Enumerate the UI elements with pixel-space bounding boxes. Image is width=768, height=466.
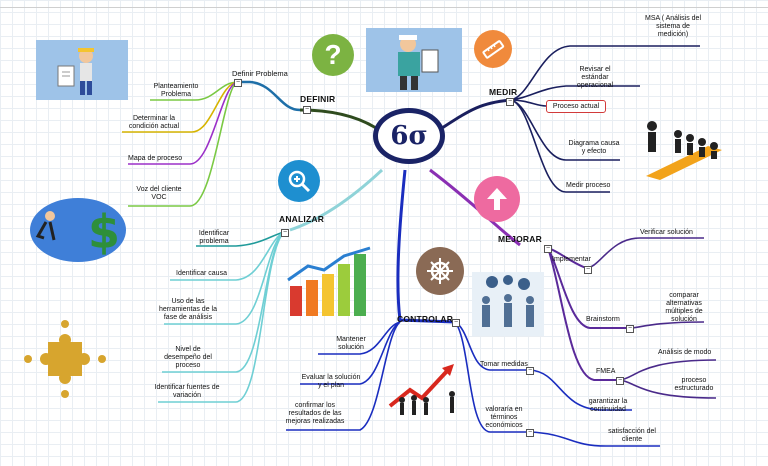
node-voz-cliente[interactable]: Voz del cliente VOC	[136, 186, 182, 201]
node-mapa-proceso[interactable]: Mapa de proceso	[128, 155, 183, 162]
growth-bar-chart-illustration	[287, 246, 371, 316]
ship-wheel-icon	[416, 247, 464, 295]
magnifier-icon	[278, 160, 320, 202]
collapse-toggle-fmea[interactable]: −	[616, 377, 624, 385]
node-identificar-fuentes[interactable]: Identificar fuentes de variación	[154, 384, 220, 399]
node-analisis-modo[interactable]: Análisis de modo	[658, 349, 712, 356]
collapse-toggle-definir-problema[interactable]: −	[234, 79, 242, 87]
node-diagrama-causa-efecto[interactable]: Diagrama causa y efecto	[568, 140, 620, 155]
node-msa[interactable]: MSA ( Análisis del sistema de medición)	[644, 15, 702, 38]
collapse-toggle-medir[interactable]: −	[506, 98, 514, 106]
collapse-toggle-mejorar[interactable]: −	[544, 245, 552, 253]
node-satisfaccion-cliente[interactable]: satisfacción del cliente	[608, 428, 656, 443]
node-brainstorm[interactable]: Brainstorm	[586, 316, 620, 323]
node-nivel-desempeno[interactable]: Nivel de desempeño del proceso	[164, 346, 212, 369]
node-identificar-causa[interactable]: Identificar causa	[176, 270, 227, 277]
node-proceso-actual[interactable]: Proceso actual	[546, 100, 606, 113]
collapse-toggle-definir[interactable]: −	[303, 106, 311, 114]
collapse-toggle-analizar[interactable]: −	[281, 229, 289, 237]
collapse-toggle-valoraria[interactable]: −	[526, 429, 534, 437]
branch-controlar[interactable]: CONTROLAR	[397, 314, 454, 324]
collapse-toggle-brainstorm[interactable]: −	[626, 325, 634, 333]
node-confirmar-resultados[interactable]: confirmar los resultados de las mejoras …	[285, 402, 345, 425]
node-uso-herramientas[interactable]: Uso de las herramientas de la fase de an…	[159, 298, 217, 321]
node-determinar-condicion[interactable]: Determinar la condición actual	[128, 115, 180, 130]
node-tomar-medidas[interactable]: Tomar medidas	[480, 361, 528, 368]
top-divider	[0, 7, 768, 8]
collapse-toggle-controlar[interactable]: −	[452, 319, 460, 327]
node-garantizar-continuidad[interactable]: garantizar la continuidad	[588, 398, 628, 413]
node-mantener-solucion[interactable]: Mantener solución	[336, 336, 366, 351]
node-medir-proceso[interactable]: Medir proceso	[566, 182, 611, 189]
branch-mejorar[interactable]: MEJORAR	[498, 234, 542, 244]
node-proceso-estructurado[interactable]: proceso estructurado	[674, 377, 714, 392]
node-implementar[interactable]: Implementar	[552, 256, 591, 263]
branch-analizar[interactable]: ANALIZAR	[279, 214, 325, 224]
six-sigma-center-node[interactable]: 6σ	[373, 108, 445, 164]
node-fmea[interactable]: FMEA	[596, 368, 616, 375]
node-evaluar-solucion[interactable]: Evaluar la solución y el plan	[301, 374, 361, 389]
branch-medir[interactable]: MEDIR	[489, 87, 518, 97]
up-arrow-icon	[474, 176, 520, 222]
puzzle-team-illustration	[24, 320, 106, 398]
node-valoraria-economicos[interactable]: valoraría en términos económicos	[485, 406, 523, 429]
node-definir-problema[interactable]: Definir Problema	[232, 69, 288, 78]
engineer-clipboard-illustration	[36, 40, 128, 100]
node-identificar-problema[interactable]: Identificar problema	[198, 230, 230, 245]
engineer-tablet-illustration	[366, 28, 462, 92]
node-planteamiento-problema[interactable]: Planteamiento Problema	[153, 83, 199, 98]
node-revisar-estandar[interactable]: Revisar el estándar operacional	[576, 66, 614, 89]
collapse-toggle-tomar-medidas[interactable]: −	[526, 367, 534, 375]
team-pushing-arrow-illustration	[388, 364, 455, 415]
node-verificar-solucion[interactable]: Verificar solución	[640, 229, 693, 236]
leader-steps-illustration	[646, 121, 722, 180]
team-gears-illustration	[472, 272, 544, 336]
ruler-icon	[474, 30, 512, 68]
branch-definir[interactable]: DEFINIR	[300, 94, 336, 104]
node-comparar-alternativas[interactable]: comparar alternativas múltiples de soluc…	[665, 292, 703, 323]
dollar-runner-illustration: $	[30, 198, 126, 262]
collapse-toggle-implementar[interactable]: −	[584, 266, 592, 274]
question-icon: ?	[312, 34, 354, 76]
svg-text:$: $	[88, 205, 120, 259]
